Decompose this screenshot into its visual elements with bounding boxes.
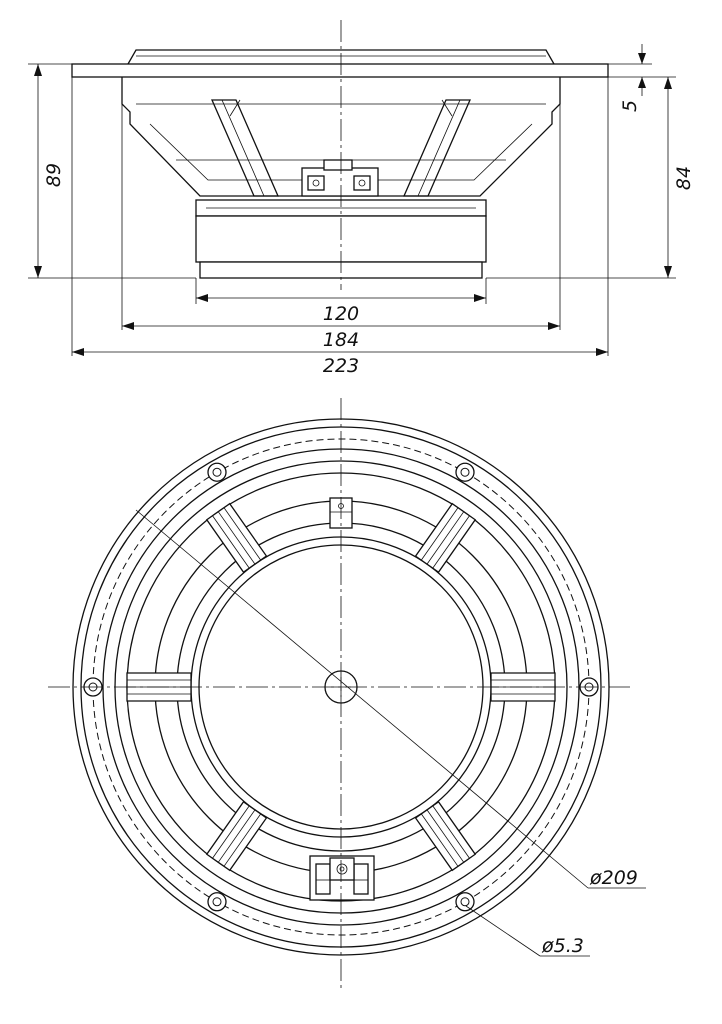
mounting-hole-3: [207, 462, 227, 482]
dimension-height-total: 89: [28, 63, 196, 279]
dimension-overall-width: 223: [71, 77, 609, 377]
spoke-6: [414, 502, 477, 574]
bottom-terminal-block: [309, 855, 375, 901]
leader-mounting-circle: ø209: [135, 509, 646, 889]
mounting-hole-5: [207, 892, 227, 912]
dimension-basket-width: 184: [121, 104, 561, 351]
dimension-flange-thickness: 5: [608, 44, 652, 112]
dimension-label-d209: ø209: [589, 867, 638, 889]
dimension-height-flange: 84: [486, 76, 695, 279]
front-view: ø209 ø5.3: [48, 398, 646, 990]
left-strut: [211, 99, 279, 197]
basket-spokes: [126, 502, 556, 872]
dimension-label-89: 89: [43, 163, 65, 187]
dimension-label-84: 84: [673, 166, 695, 190]
dimension-label-223: 223: [323, 355, 359, 377]
gasket: [127, 49, 555, 65]
dimension-label-184: 184: [323, 329, 359, 351]
dimension-label-5: 5: [619, 100, 641, 112]
dimension-label-d5-3: ø5.3: [541, 935, 584, 957]
spoke-5: [205, 502, 268, 574]
frame-flange: [71, 63, 609, 78]
side-view: 89 84 5 120: [28, 20, 695, 377]
spoke-2: [414, 800, 477, 872]
mounting-holes: [83, 462, 599, 912]
dimension-label-120: 120: [323, 303, 359, 325]
leader-hole: ø5.3: [465, 905, 590, 957]
spoke-3: [205, 800, 268, 872]
dimension-magnet-width: 120: [195, 278, 487, 325]
mounting-hole-6: [455, 892, 475, 912]
mounting-hole-2: [455, 462, 475, 482]
right-strut: [403, 99, 471, 197]
terminal-block: [301, 159, 379, 197]
